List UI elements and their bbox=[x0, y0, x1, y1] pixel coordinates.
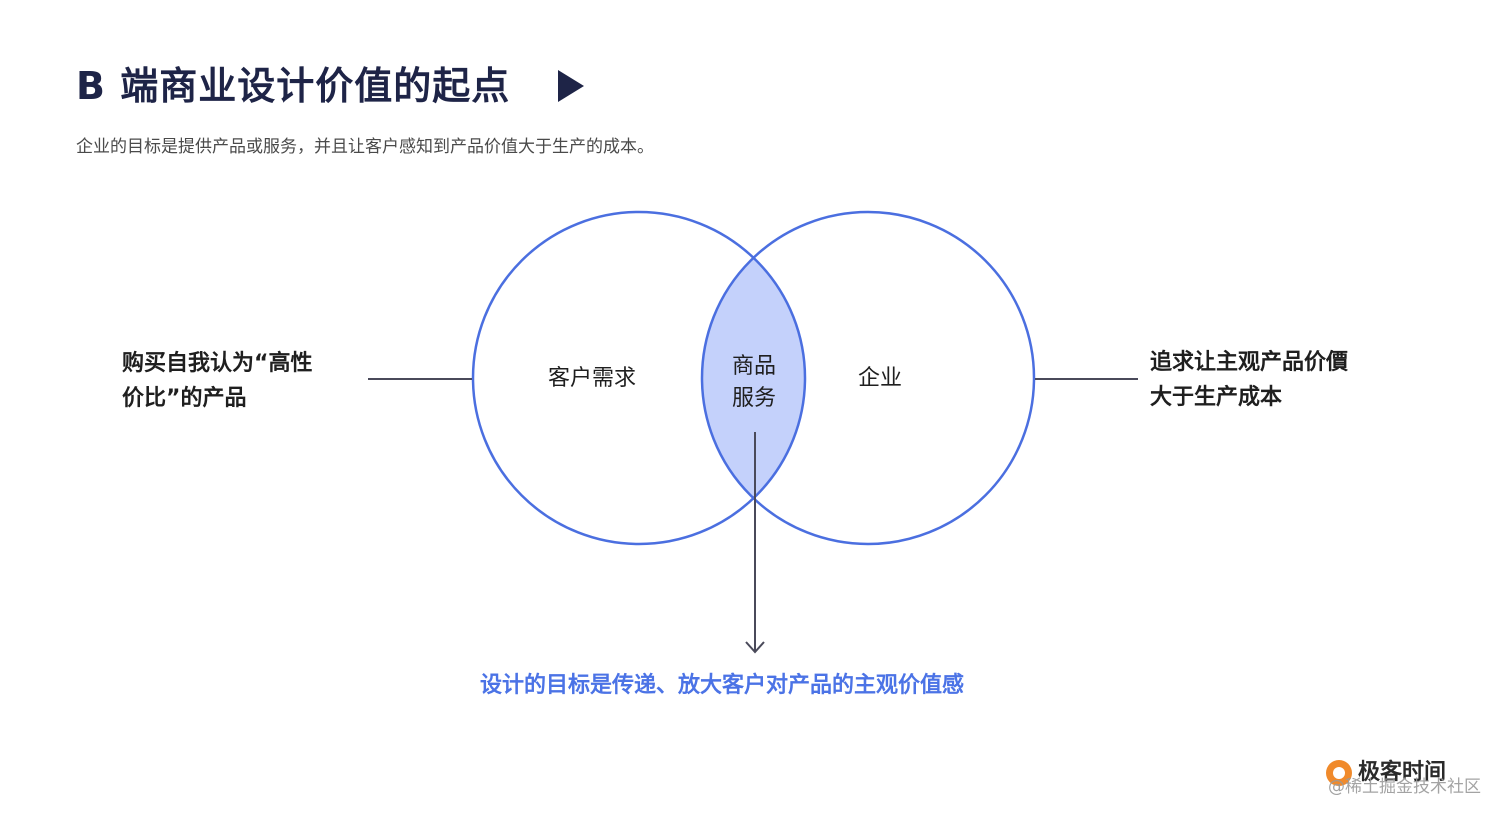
enterprise-annotation: 追求让主观产品价價 大于生产成本 bbox=[1150, 345, 1348, 415]
page-subtitle: 企业的目标是提供产品或服务，并且让客户感知到产品价值大于生产的成本。 bbox=[76, 137, 654, 157]
enterprise-label: 企业 bbox=[858, 366, 903, 391]
customer-annotation-line2: 价比”的产品 bbox=[122, 386, 247, 411]
enterprise-annotation-line1: 追求让主观产品价價 bbox=[1150, 350, 1349, 375]
product-label-line1: 商品 bbox=[731, 354, 776, 379]
watermark: @稀土掘金技术社区 bbox=[1328, 777, 1481, 797]
geektime-logo-icon bbox=[1326, 760, 1352, 786]
customer-needs-label: 客户需求 bbox=[548, 366, 637, 391]
play-arrow-icon bbox=[558, 70, 584, 102]
enterprise-annotation-line2: 大于生产成本 bbox=[1150, 385, 1283, 410]
customer-circle bbox=[471, 210, 807, 546]
customer-annotation: 购买自我认为“高性 价比”的产品 bbox=[122, 346, 312, 416]
enterprise-circle bbox=[700, 210, 1036, 546]
design-goal-text: 设计的目标是传递、放大客户对产品的主观价值感 bbox=[480, 673, 965, 698]
customer-annotation-line1: 购买自我认为“高性 bbox=[122, 351, 313, 376]
product-label-line2: 服务 bbox=[731, 386, 776, 411]
product-service-label: 商品 服务 bbox=[728, 351, 780, 415]
logo-text: 极客时间 bbox=[1358, 760, 1447, 785]
down-arrow-head bbox=[745, 641, 765, 654]
geektime-logo: 极客时间 bbox=[1326, 756, 1446, 790]
page-title: B 端商业设计价值的起点 bbox=[76, 64, 511, 108]
